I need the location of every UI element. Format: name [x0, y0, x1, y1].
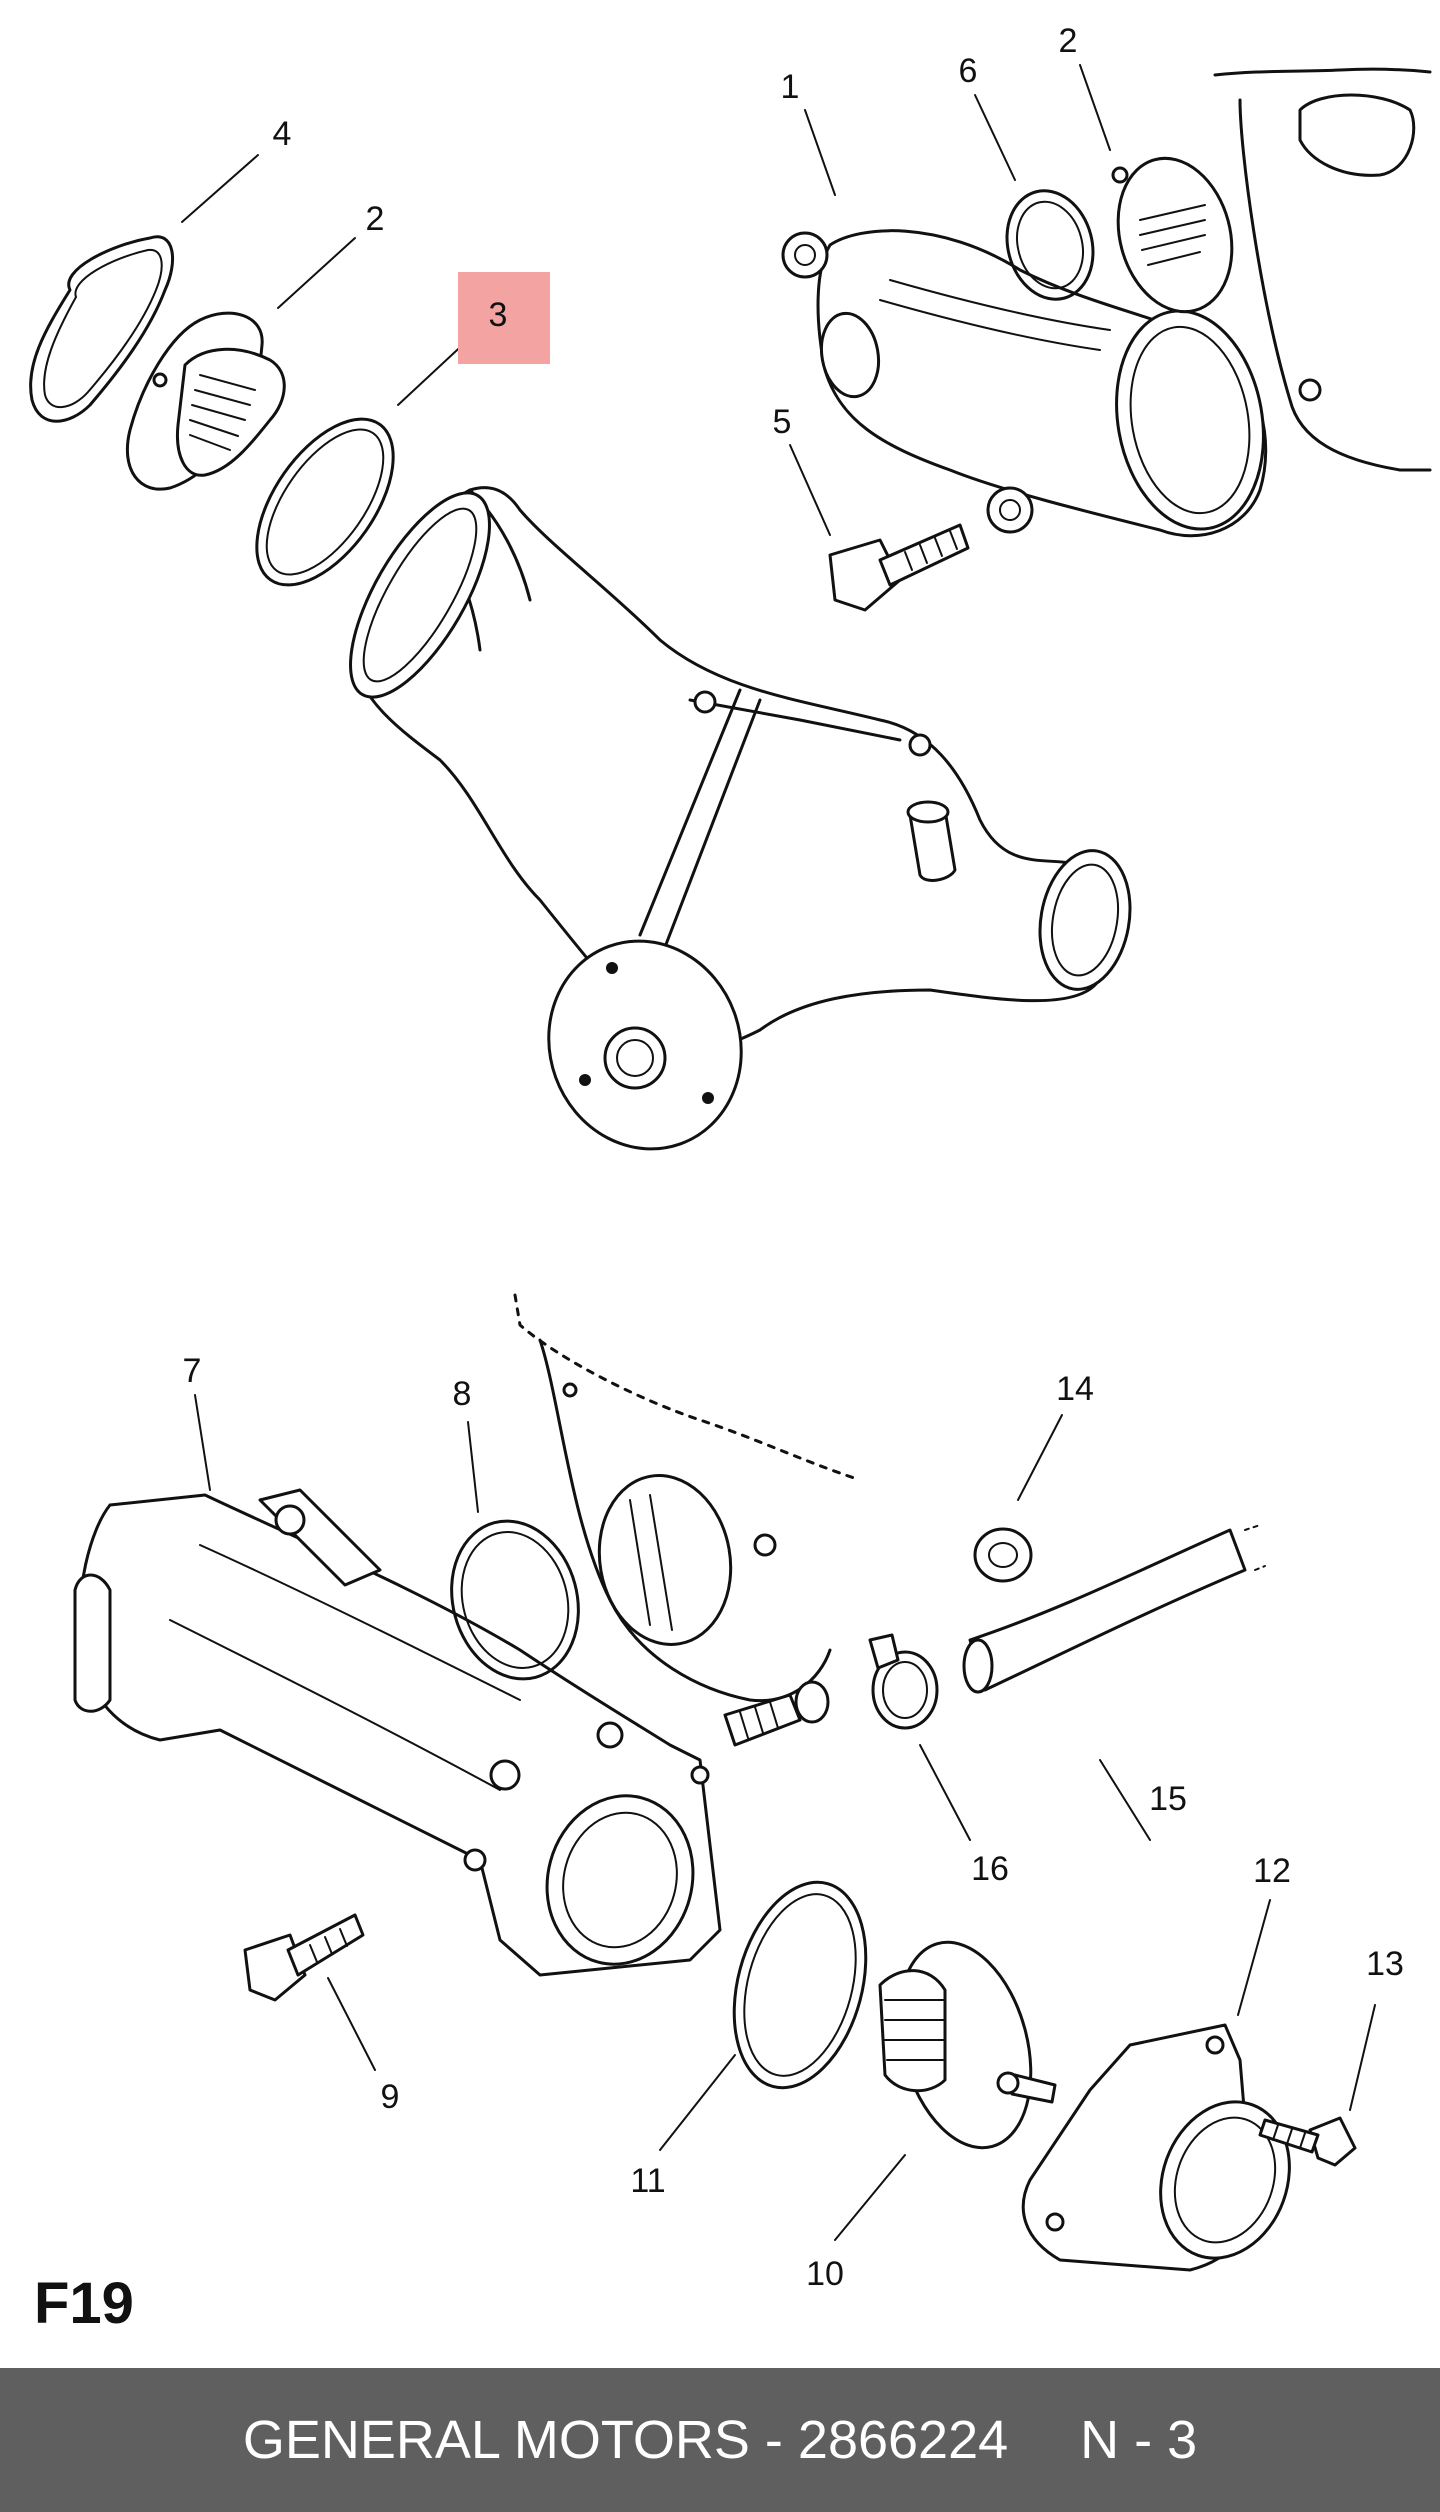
- temperature-sender: [723, 1680, 830, 1747]
- sealing-ring-part-8: [450, 1519, 580, 1681]
- thermostat-cover-part-12: [1021, 2023, 1291, 2272]
- water-pump-housing: [349, 486, 1132, 1151]
- callout-14: 14: [1056, 1370, 1094, 1408]
- callout-3: 3: [489, 296, 508, 334]
- callout-5: 5: [773, 403, 792, 441]
- callout-10: 10: [806, 2255, 844, 2293]
- callout-7: 7: [183, 1352, 202, 1390]
- callout-6: 6: [959, 52, 978, 90]
- footer-page: N - 3: [1080, 2410, 1198, 2470]
- o-ring-part-3: [255, 417, 395, 587]
- footer-caption: GENERAL MOTORS - 2866224 N - 3: [0, 2368, 1440, 2512]
- thermostat-part-10: [878, 1940, 1057, 2150]
- engine-cover-outline: [513, 1293, 862, 1703]
- bolt-part-9: [243, 1913, 365, 2002]
- bolt-part-5: [828, 523, 970, 612]
- footer-separator: -: [749, 2410, 798, 2470]
- callout-16: 16: [971, 1850, 1009, 1888]
- footer-brand: GENERAL MOTORS: [242, 2410, 750, 2470]
- water-pipe-housing-part-7: [73, 1488, 722, 1977]
- grommet-part-14: [973, 1527, 1033, 1583]
- callout-9: 9: [381, 2078, 400, 2116]
- callout-4: 4: [273, 115, 292, 153]
- footer-bar: GENERAL MOTORS - 2866224 N - 3: [0, 2368, 1440, 2512]
- callout-2-right: 2: [1059, 22, 1078, 60]
- callout-1: 1: [781, 68, 800, 106]
- callout-11: 11: [630, 2162, 665, 2200]
- callout-15: 15: [1149, 1780, 1187, 1818]
- o-ring-part-11: [732, 1880, 868, 2090]
- callout-12: 12: [1253, 1852, 1291, 1890]
- callout-13: 13: [1366, 1945, 1404, 1983]
- callout-numbers: 4 2 3 1 6 2 5 7 8 14 15 16 12 13 9 11 10: [183, 22, 1404, 2293]
- bolt-part-13: [1258, 2116, 1357, 2167]
- leader-lines: [181, 64, 1376, 2241]
- figure-label: F19: [34, 2271, 134, 2336]
- hose-clamp-part-16: [868, 1633, 939, 1730]
- callout-highlight: [458, 272, 550, 364]
- thermostat-part-2-left: [125, 311, 286, 491]
- callout-8: 8: [453, 1375, 472, 1413]
- gasket-part-4: [29, 235, 175, 423]
- thermostat-part-2-right: [1111, 156, 1234, 314]
- footer-part-number: 2866224: [797, 2410, 1009, 2470]
- hose-part-15: [962, 1524, 1266, 1694]
- callout-2-left: 2: [366, 200, 385, 238]
- engine-block-fragment-top: [1213, 67, 1432, 472]
- parts-diagram: 4 2 3 1 6 2 5 7 8 14 15 16 12 13 9 11 10: [29, 22, 1432, 2293]
- thermostat-housing-part-1: [781, 229, 1268, 538]
- sealing-ring-part-6: [1005, 189, 1095, 301]
